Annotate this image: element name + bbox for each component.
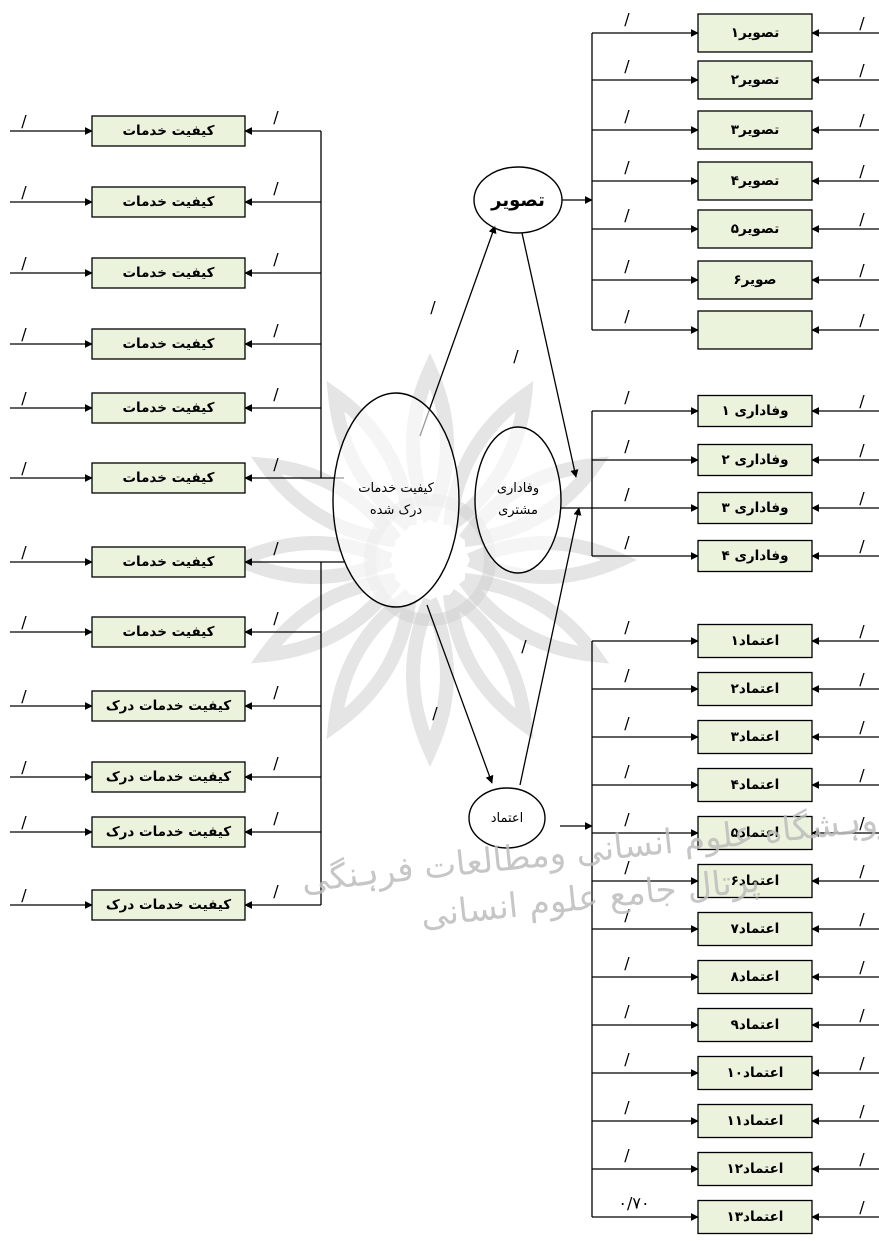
left-indicator-box-4: [91, 328, 246, 360]
image-indicator-box-1: [697, 13, 813, 53]
trust-indicator-box-11: [697, 1103, 813, 1139]
trust-indicator-box-3: [697, 719, 813, 755]
image-indicator-box-3: [697, 110, 813, 150]
image-indicator-box-6: [697, 260, 813, 300]
trust-indicator-box-12: [697, 1151, 813, 1187]
trust-construct: [468, 787, 546, 849]
trust-indicator-box-13: [697, 1199, 813, 1235]
trust-indicator-box-7: [697, 911, 813, 947]
left-indicator-box-9: [91, 690, 246, 722]
image-construct: [473, 166, 563, 234]
loyalty-construct: [474, 426, 562, 574]
image-indicator-box-7: [697, 310, 813, 350]
image-indicator-box-2: [697, 60, 813, 100]
path-quality-to-trust: [426, 604, 494, 784]
loyalty-indicator-box-4: [697, 539, 813, 573]
trust-indicator-box-6: [697, 863, 813, 899]
service-quality-construct: [332, 392, 460, 608]
trust-indicator-box-1: [697, 623, 813, 659]
trust-indicator-box-5: [697, 815, 813, 851]
left-indicator-box-12: [91, 889, 246, 921]
path-image-to-loyalty: [521, 232, 579, 478]
trust-indicator-box-2: [697, 671, 813, 707]
left-indicator-box-1: [91, 115, 246, 147]
trust-indicator-box-10: [697, 1055, 813, 1091]
left-indicator-box-3: [91, 257, 246, 289]
path-trust-to-loyalty: [519, 507, 582, 786]
loyalty-indicator-box-1: [697, 394, 813, 428]
left-indicator-box-5: [91, 392, 246, 424]
left-indicator-box-2: [91, 186, 246, 218]
trust-indicator-box-4: [697, 767, 813, 803]
left-indicator-box-7: [91, 546, 246, 578]
image-indicator-box-4: [697, 161, 813, 201]
image-indicator-box-5: [697, 209, 813, 249]
left-indicator-box-8: [91, 616, 246, 648]
loyalty-indicator-box-3: [697, 491, 813, 525]
left-indicator-box-6: [91, 462, 246, 494]
loyalty-indicator-box-2: [697, 443, 813, 477]
trust-indicator-box-9: [697, 1007, 813, 1043]
left-indicator-box-11: [91, 816, 246, 848]
left-indicator-box-10: [91, 761, 246, 793]
path-quality-to-image: [419, 225, 497, 437]
trust-indicator-box-8: [697, 959, 813, 995]
